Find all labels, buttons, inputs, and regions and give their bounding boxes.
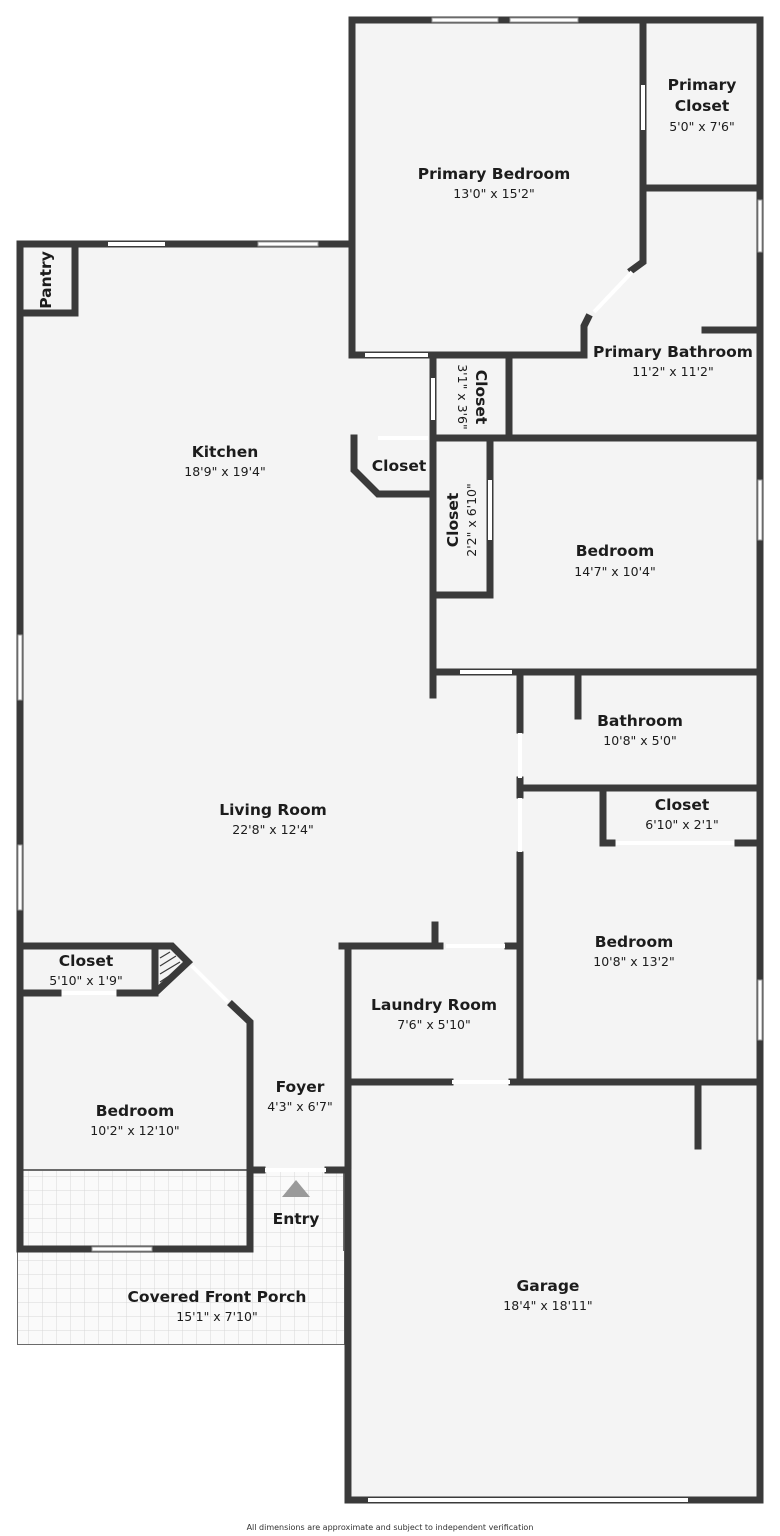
dims-closet-small-b: 2'2" x 6'10" xyxy=(464,483,479,556)
label-bathroom: Bathroom xyxy=(597,712,683,730)
label-primary-closet-2: Closet xyxy=(675,97,730,115)
dims-primary-closet: 5'0" x 7'6" xyxy=(669,119,735,134)
footnote: All dimensions are approximate and subje… xyxy=(247,1523,534,1532)
label-laundry-room: Laundry Room xyxy=(371,996,497,1014)
stair-hatch xyxy=(159,951,181,983)
dims-laundry-room: 7'6" x 5'10" xyxy=(397,1017,470,1032)
dims-bathroom: 10'8" x 5'0" xyxy=(603,733,676,748)
dims-primary-bedroom: 13'0" x 15'2" xyxy=(453,186,534,201)
dims-closet-small-a: 3'1" x 3'6" xyxy=(455,364,470,430)
dims-primary-bathroom: 11'2" x 11'2" xyxy=(632,364,713,379)
dims-bedroom-east: 14'7" x 10'4" xyxy=(574,564,655,579)
openings xyxy=(18,18,762,1502)
dims-living-room: 22'8" x 12'4" xyxy=(232,822,313,837)
label-closet-small-a: Closet xyxy=(472,370,490,425)
label-primary-bathroom: Primary Bathroom xyxy=(593,343,753,361)
dims-kitchen: 18'9" x 19'4" xyxy=(184,464,265,479)
label-garage: Garage xyxy=(517,1277,580,1295)
label-closet-hall: Closet xyxy=(372,457,427,475)
label-primary-bedroom: Primary Bedroom xyxy=(418,165,571,183)
porch-lower-floor xyxy=(18,1251,344,1344)
label-primary-closet-1: Primary xyxy=(668,76,737,94)
label-pantry: Pantry xyxy=(37,251,55,309)
room-labels: Primary Bedroom 13'0" x 15'2" Primary Cl… xyxy=(37,76,753,1532)
dims-bedroom-se: 10'8" x 13'2" xyxy=(593,954,674,969)
foyer-floor xyxy=(254,944,346,1168)
dims-closet-se: 6'10" x 2'1" xyxy=(645,817,718,832)
label-entry: Entry xyxy=(273,1210,320,1228)
dims-closet-sw: 5'10" x 1'9" xyxy=(49,973,122,988)
label-bedroom-se: Bedroom xyxy=(595,933,674,951)
entry-arrow-icon xyxy=(282,1180,310,1197)
dims-covered-front-porch: 15'1" x 7'10" xyxy=(176,1309,257,1324)
dims-foyer: 4'3" x 6'7" xyxy=(267,1099,333,1114)
label-covered-front-porch: Covered Front Porch xyxy=(128,1288,307,1306)
window-frames xyxy=(17,17,763,1252)
label-kitchen: Kitchen xyxy=(192,443,259,461)
floor-fills xyxy=(20,20,759,1500)
label-bedroom-east: Bedroom xyxy=(576,542,655,560)
label-closet-sw: Closet xyxy=(59,952,114,970)
label-foyer: Foyer xyxy=(276,1078,325,1096)
dims-bedroom-sw: 10'2" x 12'10" xyxy=(90,1123,179,1138)
label-bedroom-sw: Bedroom xyxy=(96,1102,175,1120)
label-living-room: Living Room xyxy=(219,801,327,819)
label-closet-se: Closet xyxy=(655,796,710,814)
label-closet-small-b: Closet xyxy=(444,492,462,547)
dims-garage: 18'4" x 18'11" xyxy=(503,1298,592,1313)
